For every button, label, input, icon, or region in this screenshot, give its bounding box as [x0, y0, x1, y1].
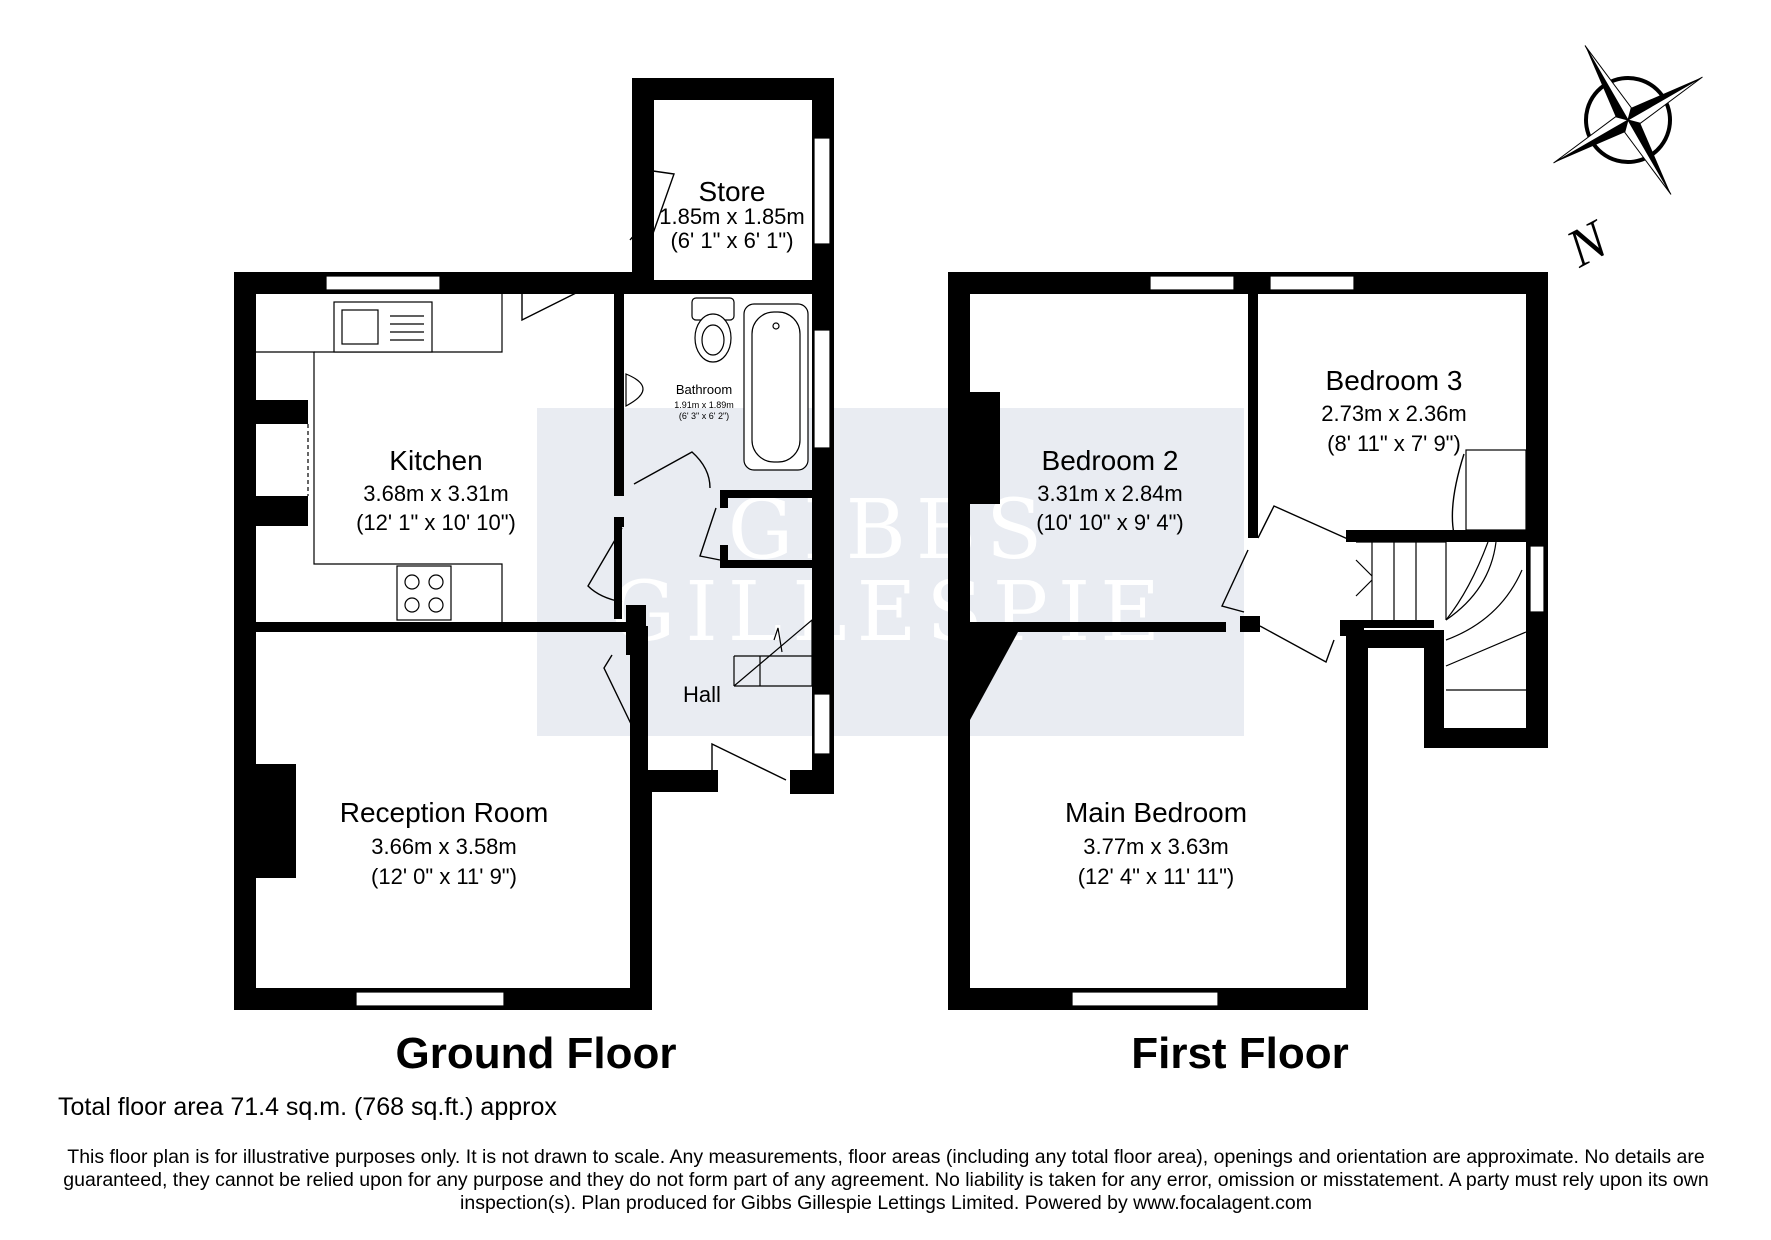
reception-name: Reception Room [340, 797, 549, 828]
bedroom2-dim-metric: 3.31m x 2.84m [1037, 481, 1183, 506]
bedroom2-window [1149, 275, 1235, 291]
store-window [813, 137, 831, 245]
ground-floor-fixtures [256, 294, 813, 687]
cupboard-door [1451, 453, 1470, 535]
bedroom3-dim-imperial: (8' 11" x 7' 9") [1327, 431, 1461, 456]
kitchen-worktop [256, 351, 503, 622]
watermark-line2: GILLESPIE [610, 565, 1170, 660]
store-dim-metric: 1.85m x 1.85m [659, 204, 805, 229]
reception-door [603, 654, 633, 727]
main-bedroom-door [1259, 625, 1335, 664]
first-floor-walls [948, 272, 1548, 1010]
bathroom-door [633, 451, 711, 489]
compass-rose-icon [1553, 45, 1703, 195]
ground-floor-plan: Store 1.85m x 1.85m (6' 1" x 6' 1") Bath… [234, 78, 834, 1078]
cupboard-door [699, 507, 721, 561]
bathroom-window [813, 329, 831, 449]
bathroom-name: Bathroom [676, 382, 732, 397]
bedroom3-door [1257, 505, 1351, 541]
reception-window [355, 991, 505, 1007]
first-floor-title: First Floor [1131, 1029, 1349, 1078]
kitchen-dim-imperial: (12' 1" x 10' 10") [356, 510, 516, 535]
bathroom-dim-metric: 1.91m x 1.89m [674, 400, 734, 410]
basin-icon [625, 373, 644, 407]
reception-dim-imperial: (12' 0" x 11' 9") [371, 864, 517, 889]
front-door [711, 742, 787, 781]
bedroom3-cupboard [1465, 449, 1527, 531]
main-bedroom-name: Main Bedroom [1065, 797, 1247, 828]
winding-stairs [1445, 541, 1527, 691]
store-name: Store [699, 176, 766, 207]
hall-name: Hall [683, 682, 721, 707]
main-bedroom-window [1071, 991, 1219, 1007]
bedroom2-door [1221, 549, 1249, 613]
bedroom2-name: Bedroom 2 [1042, 445, 1179, 476]
kitchen-hob-icon [396, 565, 452, 621]
bedroom3-window [1269, 275, 1355, 291]
landing-window [1529, 545, 1545, 613]
store-dim-imperial: (6' 1" x 6' 1") [670, 228, 793, 253]
hall-stair-cupboard [733, 655, 812, 687]
first-floor-plan: Bedroom 2 3.31m x 2.84m (10' 10" x 9' 4"… [948, 272, 1548, 1078]
watermark-box [537, 408, 1244, 736]
first-floor-windows [1071, 275, 1545, 1007]
bedroom3-name: Bedroom 3 [1326, 365, 1463, 396]
stair-treads [1371, 542, 1417, 620]
kitchen-name: Kitchen [389, 445, 482, 476]
main-bedroom-dim-imperial: (12' 4" x 11' 11") [1078, 864, 1235, 889]
ground-floor-windows [325, 137, 831, 1007]
hall-window [813, 693, 831, 755]
first-floor-doors [1221, 453, 1470, 664]
main-bedroom-dim-metric: 3.77m x 3.63m [1083, 834, 1229, 859]
disclaimer-text: This floor plan is for illustrative purp… [63, 1146, 1709, 1214]
kitchen-back-door [521, 283, 595, 322]
bedroom3-dim-metric: 2.73m x 2.36m [1321, 401, 1467, 426]
north-label: N [1556, 207, 1619, 279]
first-floor-stairs [1355, 449, 1527, 691]
hall-stairs [733, 618, 813, 687]
reception-dim-metric: 3.66m x 3.58m [371, 834, 517, 859]
first-floor-labels: Bedroom 2 3.31m x 2.84m (10' 10" x 9' 4"… [1036, 365, 1467, 1078]
total-floor-area: Total floor area 71.4 sq.m. (768 sq.ft.)… [58, 1093, 557, 1121]
store-door-leaf [645, 169, 675, 243]
store-door [629, 159, 653, 241]
bedroom2-dim-imperial: (10' 10" x 9' 4") [1036, 510, 1184, 535]
kitchen-dim-metric: 3.68m x 3.31m [363, 481, 509, 506]
kitchen-window [325, 275, 441, 291]
ground-floor-doors [307, 159, 787, 781]
bathroom-dim-imperial: (6' 3" x 6' 2") [679, 411, 729, 421]
ground-floor-title: Ground Floor [395, 1029, 676, 1078]
kitchen-door [587, 527, 623, 603]
ground-floor-labels: Store 1.85m x 1.85m (6' 1" x 6' 1") Bath… [340, 176, 805, 1078]
